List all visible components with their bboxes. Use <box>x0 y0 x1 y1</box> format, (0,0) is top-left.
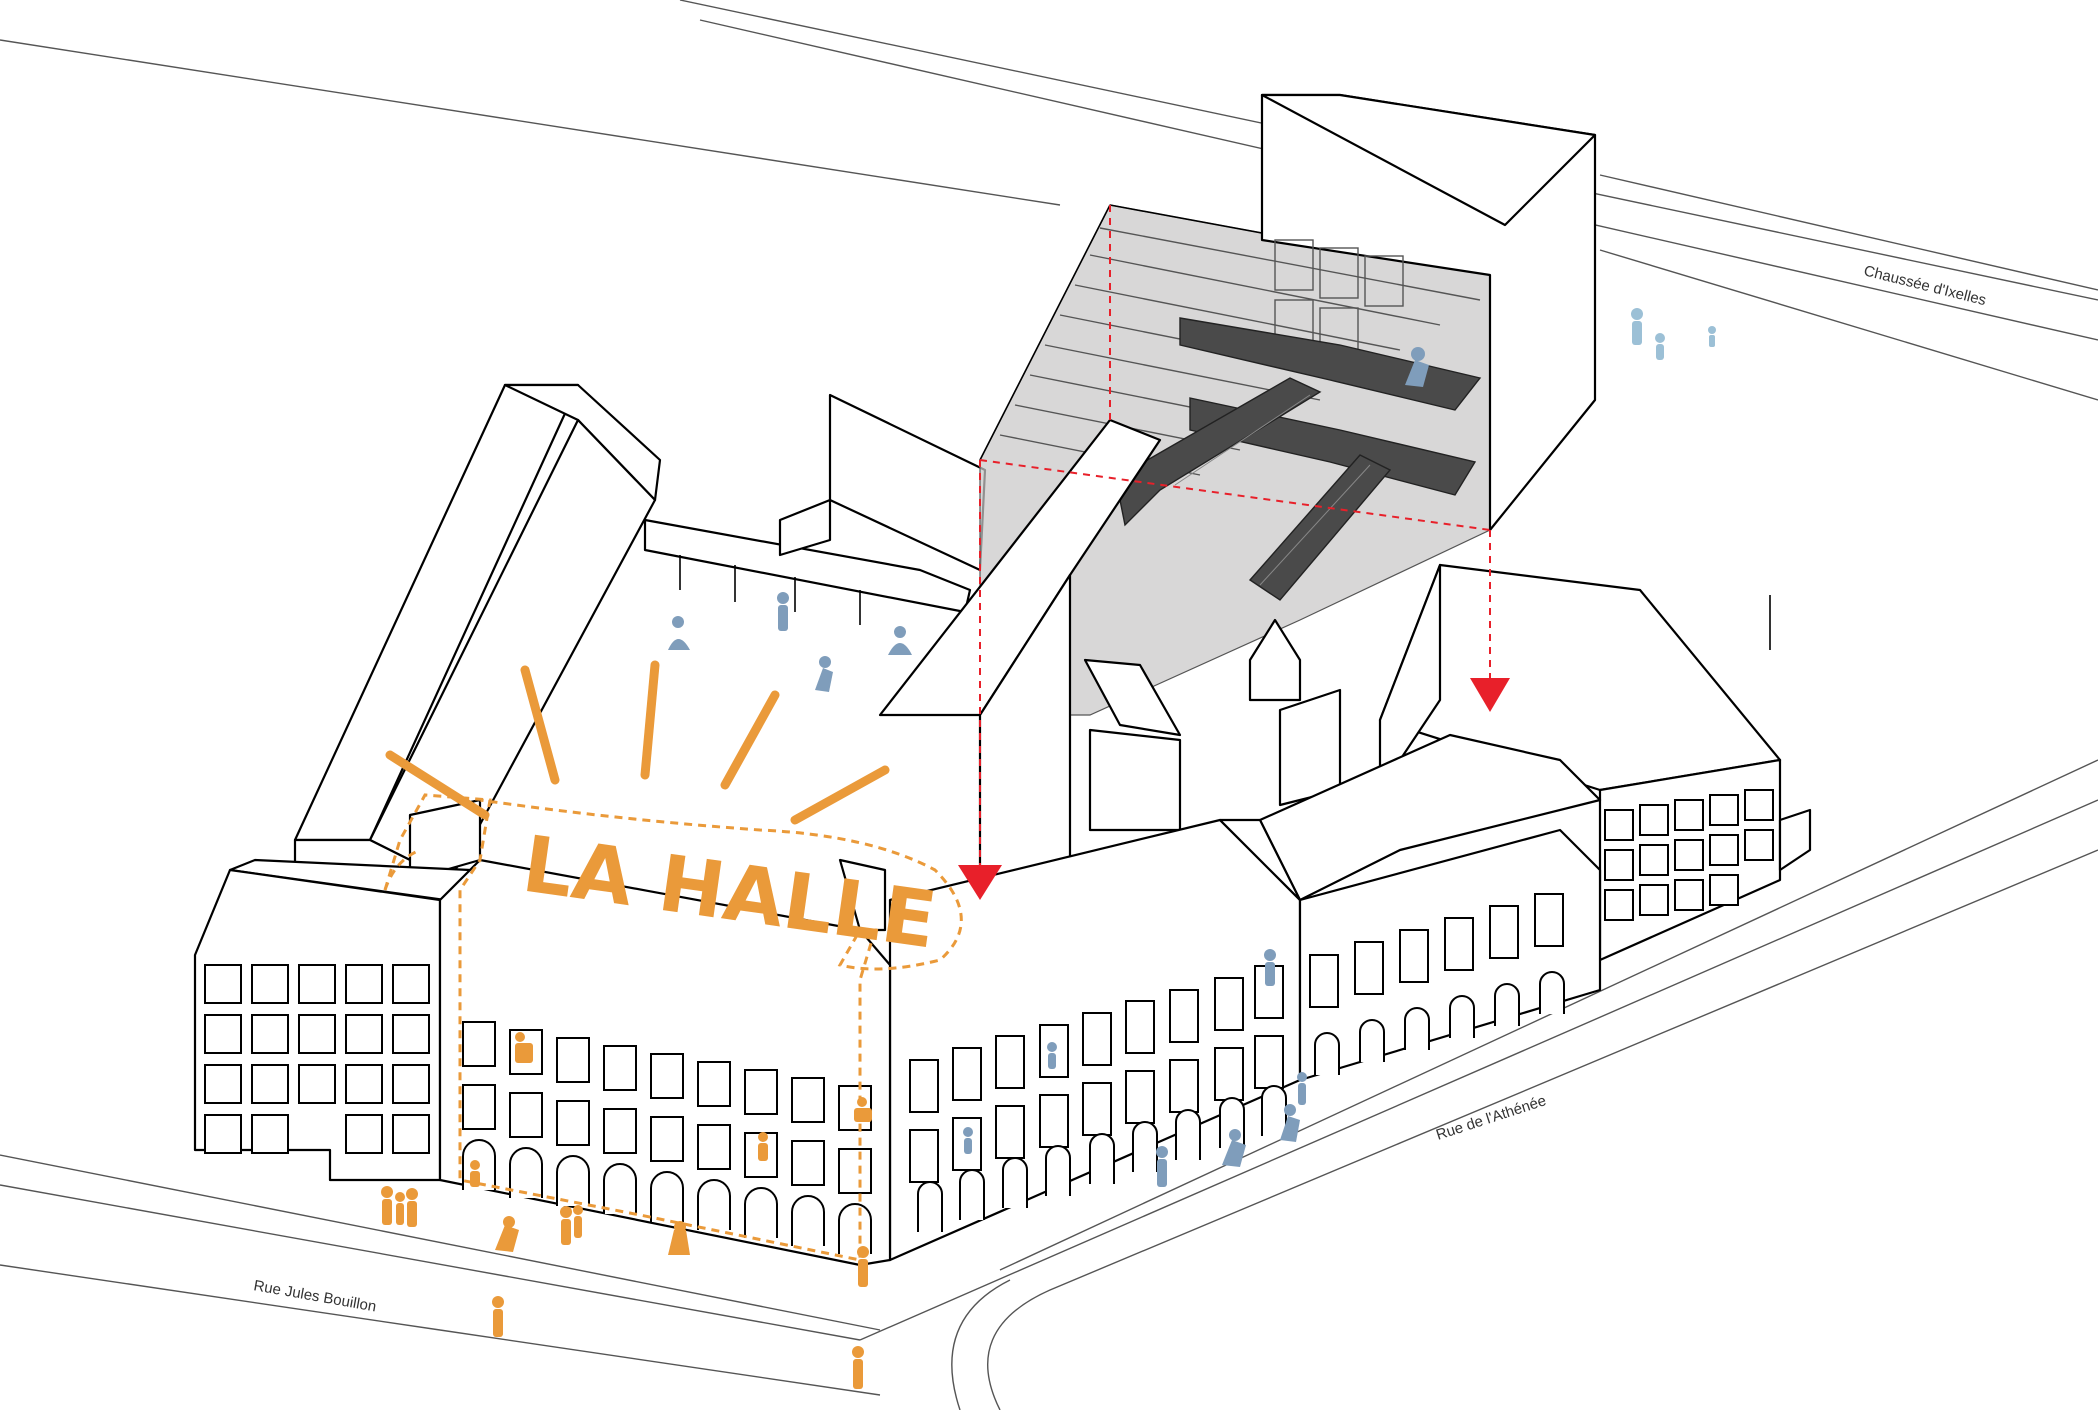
building-front-left <box>193 798 892 1267</box>
glass-hall <box>979 93 1597 716</box>
central-building <box>878 418 1342 882</box>
la-halle-outline <box>383 793 963 1262</box>
building-right <box>1378 563 1812 962</box>
building-left-wing <box>293 383 662 902</box>
arrow-down-icon <box>1470 678 1510 712</box>
street-label-athenee: Rue de l'Athénée <box>1434 1092 1548 1144</box>
projection-lines <box>979 205 1491 890</box>
arrow-down-icon <box>958 865 1002 900</box>
people-courtyard <box>668 347 1429 692</box>
people-street-right <box>963 308 1716 1187</box>
street-label-chaussee: Chaussée d'Ixelles <box>1862 262 1988 309</box>
courtyard-canopy <box>643 393 987 625</box>
people-street-left <box>381 1032 872 1389</box>
la-halle-rays <box>385 660 890 825</box>
building-front-right <box>888 733 1602 1262</box>
street-label-jules: Rue Jules Bouillon <box>252 1277 377 1315</box>
